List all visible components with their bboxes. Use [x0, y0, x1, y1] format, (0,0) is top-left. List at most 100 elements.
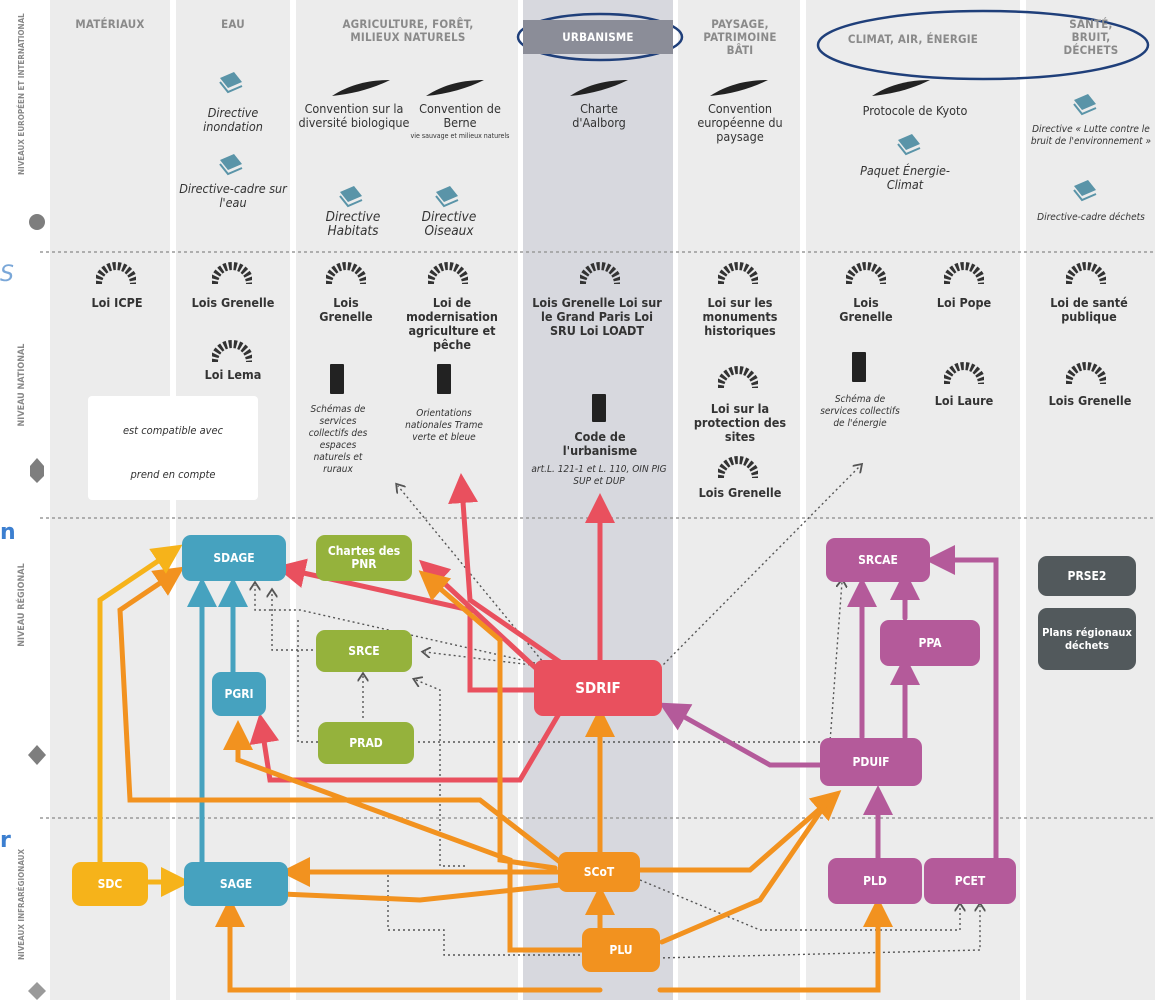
link-plu-prad [387, 868, 590, 956]
column-sante [1026, 0, 1155, 1000]
book-icon [330, 364, 344, 394]
text-loi-pope: Loi Pope [936, 295, 992, 310]
node-chartes-pnr: Chartes des PNR [316, 535, 412, 581]
parliament-icon-6 [580, 262, 620, 285]
text-directive-oiseaux: Directive Oiseaux [421, 209, 477, 239]
text-loi-lema: Loi Lema [204, 367, 262, 382]
feather-icon [332, 80, 390, 96]
parliament-icon-7 [718, 262, 758, 285]
text-convention-berne: Convention de Berne [419, 101, 501, 130]
node-pcet: PCET [924, 858, 1016, 904]
column-header-sante: SANTÉ, BRUIT, DÉCHETS [1063, 17, 1119, 57]
node-sdage: SDAGE [182, 535, 286, 581]
parliament-icon-12 [944, 362, 984, 385]
link-sdrif-srce [425, 652, 541, 667]
arrow-sdc-sdage [97, 544, 183, 865]
text-protocole-kyoto: Protocole de Kyoto [862, 103, 968, 118]
parliament-icon-8 [718, 366, 758, 389]
arrow-pduif-sdrif [658, 702, 831, 768]
text-loi-laure: Loi Laure [934, 393, 994, 408]
node-pld: PLD [828, 858, 922, 904]
text-schema-energie: Schéma de services collectifs de l'énerg… [820, 394, 900, 429]
node-sdc: SDC [72, 862, 148, 906]
left-fragment-s: S [0, 262, 14, 287]
arrow-sdrif-pgri [249, 709, 563, 783]
text-loi-monuments: Loi sur les monuments historiques [702, 295, 778, 338]
book-icon-3 [592, 394, 606, 422]
arrow-plu-pgri [223, 720, 588, 953]
feather-icon-4 [710, 80, 768, 96]
node-plans-dechets: Plans régionaux déchets [1038, 608, 1136, 670]
level-label-infra: NIVEAUX INFRARÉGIONAUX [17, 848, 26, 960]
parliament-icon-10 [846, 262, 886, 285]
parliament-icon-11 [944, 262, 984, 285]
text-loi-icpe: Loi ICPE [91, 295, 143, 310]
node-srce: SRCE [316, 630, 412, 672]
circle-level-icon [29, 214, 45, 230]
parliament-icon-9 [718, 456, 758, 479]
node-sage: SAGE [184, 862, 288, 906]
link-prad-sdage [297, 620, 318, 743]
arrow-plu-sage [215, 897, 603, 993]
document-stack-icon-5 [897, 134, 921, 156]
feather-icon-5 [872, 80, 930, 96]
document-stack-icon-7 [1073, 180, 1097, 202]
document-stack-icon-2 [219, 154, 243, 176]
document-stack-icon [219, 72, 243, 94]
arrow-scot-sage-low [233, 882, 563, 903]
text-lois-grenelle-eau: Lois Grenelle [191, 295, 275, 310]
column-header-eau: EAU [221, 17, 245, 31]
arrow-scot-pduif [637, 790, 842, 873]
text-code-urbanisme: Code de l'urbanisme [562, 429, 638, 458]
link-plu-pcet [657, 906, 980, 959]
text-convention-paysage: Convention européenne du paysage [697, 101, 783, 144]
arrow-scot-sdage [117, 566, 563, 865]
text-directive-habitats: Directive Habitats [325, 209, 381, 239]
text-lois-grenelle-agri: Lois Grenelle [319, 295, 373, 324]
document-stack-icon-3 [339, 186, 363, 208]
feather-icon-3 [570, 80, 628, 96]
text-loi-modernisation: Loi de modernisation agriculture et pêch… [406, 295, 498, 352]
book-icon-2 [437, 364, 451, 394]
parliament-icon-4 [326, 262, 366, 285]
node-sdrif: SDRIF [534, 660, 662, 716]
document-stack-icon-6 [1073, 94, 1097, 116]
link-sdrif-schemas [398, 486, 549, 669]
arrow-plu-pld [657, 897, 893, 993]
column-header-materiaux: MATÉRIAUX [75, 17, 145, 31]
parliament-icon [96, 262, 136, 285]
column-paysage [678, 0, 800, 1000]
arrow-sdrif-sdage [275, 558, 543, 693]
text-lois-grenelle-paysage: Lois Grenelle [698, 485, 782, 500]
node-pduif: PDUIF [820, 738, 922, 786]
parliament-icon-2 [212, 262, 252, 285]
text-loi-protection-sites: Loi sur la protection des sites [693, 401, 787, 444]
text-loi-sante: Loi de santé publique [1050, 295, 1128, 324]
hexagon-level-icon [30, 458, 44, 483]
left-fragment-r: r [0, 828, 11, 853]
node-prse2: PRSE2 [1038, 556, 1136, 596]
column-materiaux [50, 0, 170, 1000]
diamond-level-icon-infra [28, 982, 46, 1000]
text-directive-dechets: Directive-cadre déchets [1037, 212, 1145, 223]
legend-box: est compatible avec prend en compte [88, 396, 258, 500]
level-label-europe: NIVEAUX EUROPÉEN ET INTERNATIONAL [17, 13, 26, 175]
diamond-level-icon [28, 745, 46, 765]
book-icon-4 [852, 352, 866, 382]
legend-prend-compte-label: prend en compte [130, 468, 216, 481]
document-stack-icon-4 [435, 186, 459, 208]
column-climat [806, 0, 1020, 1000]
feather-icon-2 [426, 80, 484, 96]
text-orientations: Orientations nationales Trame verte et b… [405, 408, 483, 443]
column-header-agri: AGRICULTURE, FORÊT, MILIEUX NATURELS [342, 17, 474, 44]
text-lois-grenelle-climat: Lois Grenelle [839, 295, 893, 324]
parliament-icon-5 [428, 262, 468, 285]
annotation-ellipse-climat-sante [816, 9, 1150, 81]
text-urbanisme-lois: Lois Grenelle Loi sur le Grand Paris Loi… [532, 295, 662, 338]
link-sdrif-sdage [255, 585, 536, 664]
node-ppa: PPA [880, 620, 980, 666]
text-charte-aalborg: Charte d'Aalborg [572, 101, 626, 130]
arrow-pcet-srcae [925, 545, 999, 865]
arrow-sdrif-orientations [448, 473, 563, 665]
